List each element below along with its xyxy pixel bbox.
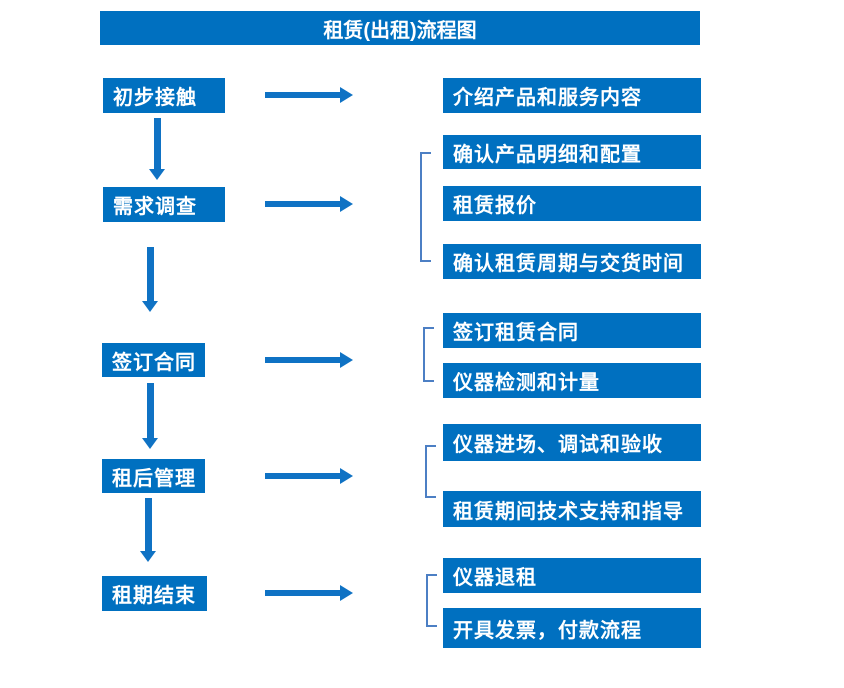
step-box-post-rental-management: 租后管理 — [102, 459, 205, 493]
group-bracket — [423, 327, 434, 382]
group-bracket — [420, 152, 431, 262]
step-box-initial-contact: 初步接触 — [103, 78, 225, 113]
right-arrow-icon — [265, 352, 353, 368]
group-bracket — [426, 574, 437, 627]
output-box: 租赁报价 — [443, 186, 701, 221]
down-arrow-icon — [149, 118, 165, 180]
output-box: 仪器进场、调试和验收 — [443, 424, 701, 461]
output-box: 确认产品明细和配置 — [443, 135, 701, 169]
output-box: 介绍产品和服务内容 — [443, 78, 701, 113]
step-box-rental-end: 租期结束 — [102, 576, 207, 611]
down-arrow-icon — [140, 498, 156, 562]
right-arrow-icon — [265, 196, 353, 212]
step-box-sign-contract: 签订合同 — [102, 343, 205, 377]
right-arrow-icon — [265, 468, 353, 484]
group-bracket — [425, 445, 436, 498]
down-arrow-icon — [142, 383, 158, 449]
output-box: 仪器退租 — [443, 558, 701, 593]
down-arrow-icon — [142, 247, 158, 312]
flowchart-title: 租赁(出租)流程图 — [100, 11, 700, 45]
output-box: 租赁期间技术支持和指导 — [443, 491, 701, 527]
output-box: 仪器检测和计量 — [443, 363, 701, 398]
output-box: 确认租赁周期与交货时间 — [443, 244, 701, 279]
right-arrow-icon — [265, 585, 353, 601]
right-arrow-icon — [265, 87, 353, 103]
output-box: 签订租赁合同 — [443, 313, 701, 348]
step-box-demand-survey: 需求调查 — [103, 187, 225, 222]
output-box: 开具发票，付款流程 — [443, 608, 701, 648]
